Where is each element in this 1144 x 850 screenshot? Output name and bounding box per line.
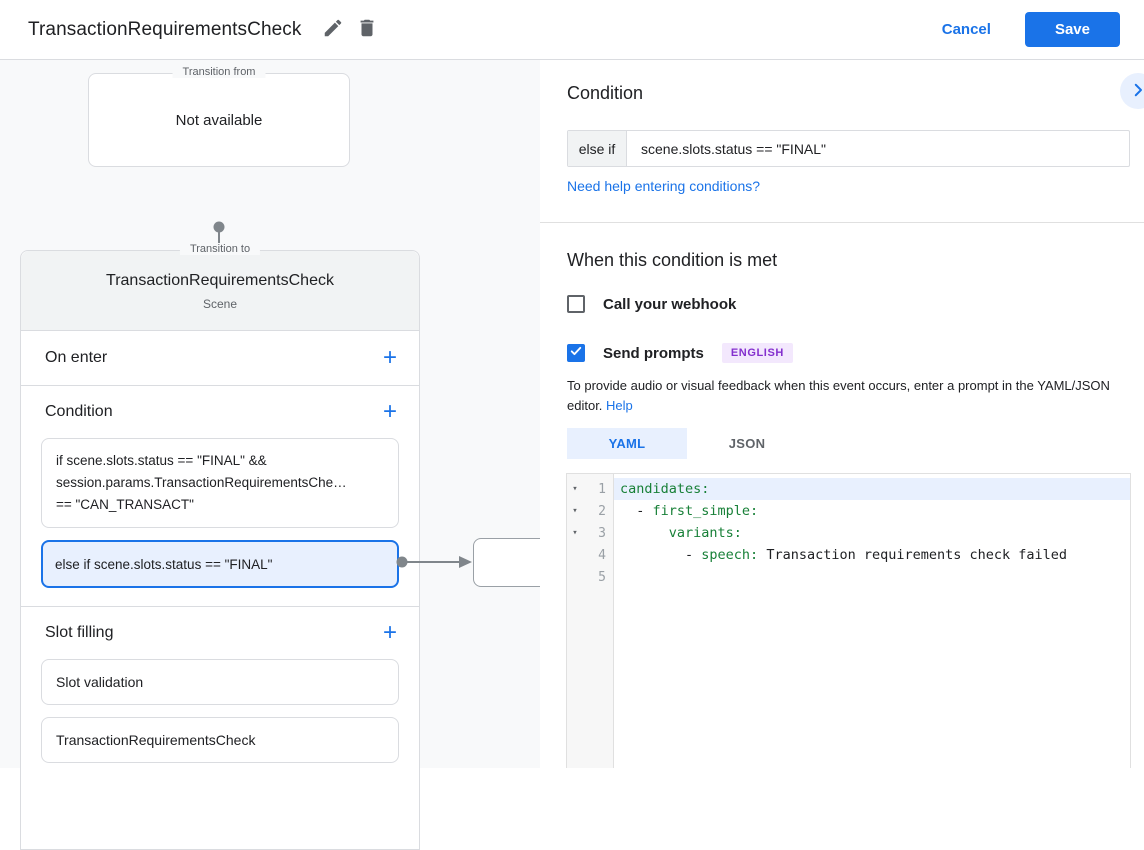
editor-tabs: YAML JSON xyxy=(567,428,807,459)
tab-json[interactable]: JSON xyxy=(728,436,766,451)
gutter-row: ▾2 xyxy=(567,500,613,522)
webhook-label: Call your webhook xyxy=(603,295,737,313)
add-slot-icon[interactable]: + xyxy=(382,619,397,646)
code-line[interactable]: candidates: xyxy=(614,478,1130,500)
slot-filling-label: Slot filling xyxy=(45,624,114,641)
code-line[interactable]: - speech: Transaction requirements check… xyxy=(614,544,1130,566)
yaml-text-token: Transaction requirements check failed xyxy=(758,547,1068,563)
prompt-description: To provide audio or visual feedback when… xyxy=(567,376,1135,416)
yaml-text-token xyxy=(620,525,669,541)
panel-title: Condition xyxy=(567,83,644,103)
tab-yaml[interactable]: YAML xyxy=(567,428,687,459)
on-enter-label: On enter xyxy=(45,349,108,366)
add-on-enter-icon[interactable]: + xyxy=(382,344,397,371)
line-number: 2 xyxy=(598,503,606,519)
condition-item-1-line: if scene.slots.status == "FINAL" && xyxy=(56,453,267,468)
condition-item-1-line: session.params.TransactionRequirementsCh… xyxy=(56,475,347,490)
condition-item-1[interactable]: if scene.slots.status == "FINAL" && sess… xyxy=(41,438,399,528)
prompt-description-text: To provide audio or visual feedback when… xyxy=(567,378,1110,413)
transition-from-content: Not available xyxy=(175,111,263,129)
yaml-text-token: - xyxy=(620,503,653,519)
on-enter-row: On enter + xyxy=(21,331,419,386)
slot-item-transaction[interactable]: TransactionRequirementsCheck xyxy=(41,717,399,763)
fold-toggle-icon[interactable]: ▾ xyxy=(572,484,578,494)
condition-section: Condition + if scene.slots.status == "FI… xyxy=(21,386,419,607)
condition-item-1-line: == "CAN_TRANSACT" xyxy=(56,497,194,512)
scene-header[interactable]: TransactionRequirementsCheck Scene xyxy=(21,251,419,331)
cancel-button[interactable]: Cancel xyxy=(941,21,991,38)
chevron-right-icon xyxy=(1129,81,1144,102)
collapse-panel-button[interactable] xyxy=(1120,73,1144,109)
transition-from-legend: Transition from xyxy=(172,66,266,78)
webhook-checkbox[interactable] xyxy=(567,295,585,313)
send-prompts-label: Send prompts xyxy=(603,344,704,362)
edit-scene-button[interactable] xyxy=(316,13,350,47)
transition-from-node[interactable]: Transition from Not available xyxy=(88,66,350,167)
transition-to-legend: Transition to xyxy=(179,243,261,255)
yaml-key-token: first_simple: xyxy=(652,503,759,519)
fold-toggle-icon[interactable]: ▾ xyxy=(572,506,578,516)
yaml-text-token: - xyxy=(620,547,702,563)
pencil-icon xyxy=(322,17,344,42)
scene-title: TransactionRequirementsCheck xyxy=(106,272,334,289)
fold-toggle-icon[interactable]: ▾ xyxy=(572,528,578,538)
line-number: 4 xyxy=(598,547,606,563)
line-number: 5 xyxy=(598,569,606,585)
condition-editor-panel: Condition else if Need help entering con… xyxy=(540,60,1144,768)
condition-connector-arrow xyxy=(396,556,472,568)
condition-item-2-selected[interactable]: else if scene.slots.status == "FINAL" xyxy=(41,540,399,588)
condition-label: Condition xyxy=(45,403,113,420)
condition-input[interactable] xyxy=(627,131,1129,166)
save-button[interactable]: Save xyxy=(1024,12,1120,47)
condition-prefix: else if xyxy=(568,131,627,166)
gutter-row: 4 xyxy=(567,544,613,566)
when-condition-met-title: When this condition is met xyxy=(567,250,778,270)
slot-item-validation[interactable]: Slot validation xyxy=(41,659,399,705)
gutter-row: ▾3 xyxy=(567,522,613,544)
yaml-key-token: variants: xyxy=(668,525,742,541)
code-line[interactable] xyxy=(614,566,1130,588)
line-number: 1 xyxy=(598,481,606,497)
gutter-row: ▾1 xyxy=(567,478,613,500)
page-title: TransactionRequirementsCheck xyxy=(28,18,302,40)
conditions-help-link[interactable]: Need help entering conditions? xyxy=(567,178,761,194)
slot-filling-label-row: Slot filling + xyxy=(21,607,419,659)
flow-canvas: Transition from Not available Transition… xyxy=(0,60,593,850)
condition-label-row: Condition + xyxy=(21,386,419,438)
top-bar: TransactionRequirementsCheck Cancel Save xyxy=(0,0,1144,60)
editor-code-area[interactable]: candidates: - first_simple: variants: - … xyxy=(614,474,1130,768)
code-line[interactable]: - first_simple: xyxy=(614,500,1130,522)
yaml-key-token: candidates: xyxy=(620,481,710,497)
code-line[interactable]: variants: xyxy=(614,522,1130,544)
transition-to-node: Transition to TransactionRequirementsChe… xyxy=(20,243,420,850)
call-webhook-row[interactable]: Call your webhook xyxy=(567,295,736,313)
send-prompts-row[interactable]: Send prompts ENGLISH xyxy=(567,343,793,363)
language-badge: ENGLISH xyxy=(721,343,793,363)
check-icon xyxy=(569,344,583,363)
yaml-key-token: speech: xyxy=(701,547,759,563)
condition-input-group: else if xyxy=(567,130,1130,167)
gutter-row: 5 xyxy=(567,566,613,588)
add-condition-icon[interactable]: + xyxy=(382,398,397,425)
delete-scene-button[interactable] xyxy=(350,13,384,47)
scene-subtitle: Scene xyxy=(202,297,238,311)
panel-divider xyxy=(540,222,1144,223)
line-number: 3 xyxy=(598,525,606,541)
help-link[interactable]: Help xyxy=(606,398,633,413)
send-prompts-checkbox[interactable] xyxy=(567,344,585,362)
trash-icon xyxy=(356,17,378,42)
